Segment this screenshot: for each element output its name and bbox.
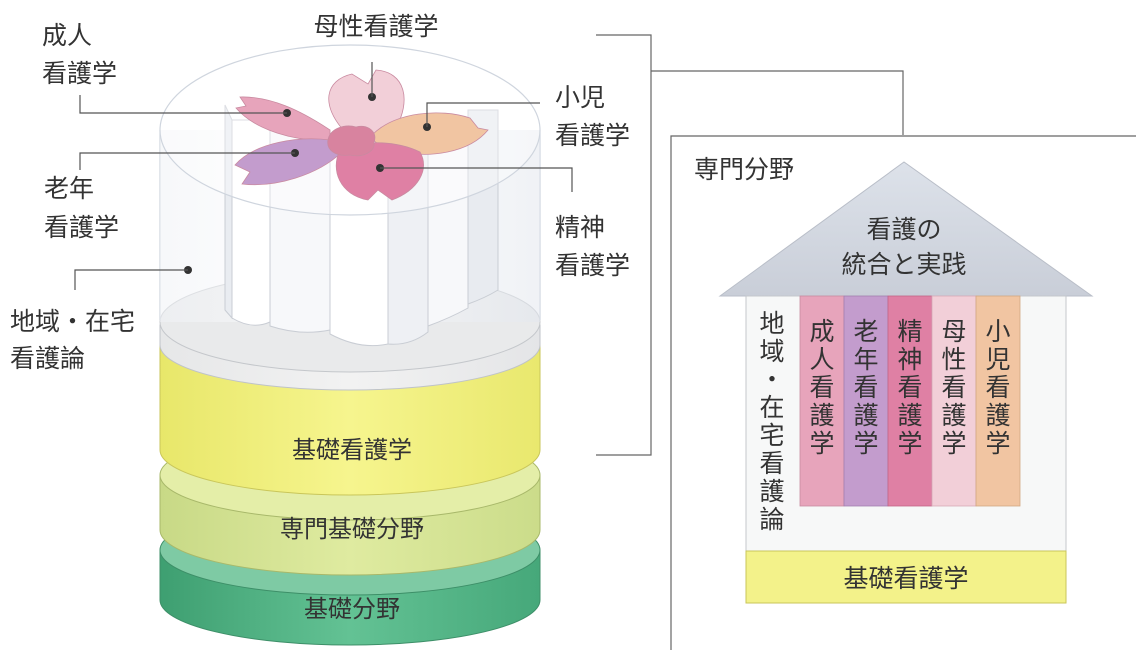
panel-title: 専門分野 bbox=[694, 155, 794, 184]
house-foundation bbox=[745, 550, 1067, 604]
label-gerontological-1: 老年 bbox=[44, 174, 94, 203]
column-char-psychiatric: 護 bbox=[897, 401, 922, 430]
column-char-adult: 人 bbox=[809, 345, 834, 374]
house-column-gerontological bbox=[843, 295, 889, 507]
leader-lines bbox=[74, 62, 573, 290]
label-community-2: 看護論 bbox=[10, 344, 85, 373]
column-char-gerontological: 護 bbox=[853, 401, 878, 430]
house-columns bbox=[799, 295, 1021, 507]
column-char-pediatric: 学 bbox=[985, 429, 1010, 458]
column-char-pediatric: 小 bbox=[985, 317, 1010, 346]
column-char-adult: 護 bbox=[809, 401, 834, 430]
svg-text:・: ・ bbox=[759, 365, 784, 394]
svg-text:域: 域 bbox=[759, 337, 784, 366]
column-char-pediatric: 看 bbox=[985, 373, 1010, 402]
column-char-maternal: 看 bbox=[941, 373, 966, 402]
column-char-maternal: 性 bbox=[941, 345, 966, 374]
layer-labels: 基礎看護学 専門基礎分野 基礎分野 bbox=[280, 436, 424, 623]
bracket-lines bbox=[596, 34, 904, 456]
label-gerontological-2: 看護学 bbox=[44, 213, 119, 242]
label-adult-2: 看護学 bbox=[42, 59, 117, 88]
roof-text-2: 統合と実践 bbox=[841, 250, 966, 279]
column-char-adult: 成 bbox=[809, 317, 834, 346]
foundation-text: 基礎看護学 bbox=[843, 564, 968, 593]
label-pediatric-1: 小児 bbox=[555, 83, 605, 112]
svg-text:宅: 宅 bbox=[759, 421, 784, 450]
column-char-adult: 看 bbox=[809, 373, 834, 402]
column-char-adult: 学 bbox=[809, 429, 834, 458]
column-char-psychiatric: 神 bbox=[897, 345, 922, 374]
svg-text:護: 護 bbox=[759, 477, 784, 506]
label-psychiatric-2: 看護学 bbox=[555, 251, 630, 280]
svg-text:地: 地 bbox=[759, 309, 784, 338]
label-psychiatric-1: 精神 bbox=[555, 213, 605, 242]
column-char-pediatric: 児 bbox=[985, 345, 1010, 374]
column-char-maternal: 護 bbox=[941, 401, 966, 430]
column-char-pediatric: 護 bbox=[985, 401, 1010, 430]
layer-label-basic-field: 基礎分野 bbox=[304, 595, 400, 623]
svg-text:看: 看 bbox=[759, 449, 784, 478]
column-char-gerontological: 看 bbox=[853, 373, 878, 402]
house-column-community: 地 域 ・ 在 宅 看 護 論 bbox=[759, 309, 784, 534]
column-char-gerontological: 学 bbox=[853, 429, 878, 458]
petal-labels: 母性看護学 成人 看護学 小児 看護学 老年 看護学 精神 看護学 地域・在宅 … bbox=[10, 12, 630, 373]
petal-gerontological bbox=[234, 138, 343, 186]
column-char-maternal: 学 bbox=[941, 429, 966, 458]
house-column-maternal bbox=[931, 295, 977, 507]
svg-text:論: 論 bbox=[759, 505, 784, 534]
column-char-psychiatric: 看 bbox=[897, 373, 922, 402]
cylinder-stack bbox=[74, 44, 573, 646]
house-column-psychiatric bbox=[887, 295, 933, 507]
layer-label-basic-nursing: 基礎看護学 bbox=[292, 436, 412, 464]
roof-text-1: 看護の bbox=[866, 215, 941, 244]
column-char-psychiatric: 精 bbox=[897, 317, 922, 346]
label-pediatric-2: 看護学 bbox=[555, 121, 630, 150]
layer-label-specialized-basic: 専門基礎分野 bbox=[280, 515, 424, 543]
column-char-psychiatric: 学 bbox=[897, 429, 922, 458]
label-maternal: 母性看護学 bbox=[313, 12, 438, 41]
label-community-1: 地域・在宅 bbox=[10, 307, 135, 336]
specialized-field-panel: 専門分野 看護の 統合と実践 地 域 ・ 在 宅 看 護 論 成人看護学老年看護… bbox=[670, 135, 1136, 650]
house-column-pediatric bbox=[975, 295, 1021, 507]
column-char-gerontological: 老 bbox=[853, 317, 878, 346]
column-char-gerontological: 年 bbox=[853, 345, 878, 374]
label-adult-1: 成人 bbox=[42, 21, 92, 50]
svg-text:在: 在 bbox=[759, 393, 784, 422]
house-column-adult bbox=[799, 295, 845, 507]
column-char-maternal: 母 bbox=[941, 317, 966, 346]
